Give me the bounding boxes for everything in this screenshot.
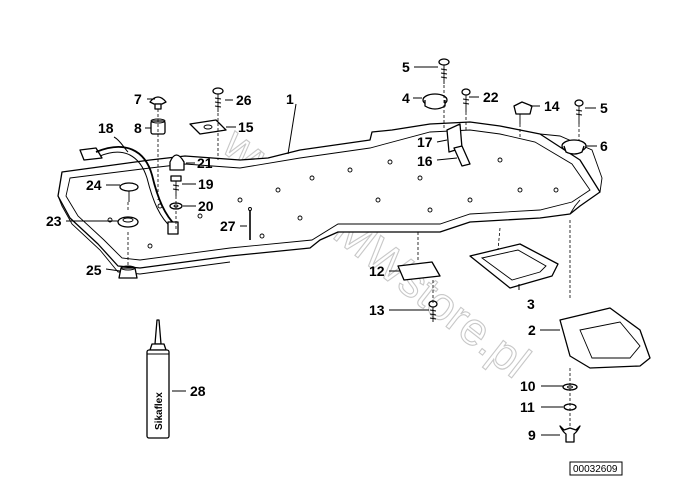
callout-21: 21 <box>197 155 213 171</box>
callout-6: 6 <box>600 138 608 154</box>
panel-holes <box>107 157 559 249</box>
callout-5-right: 5 <box>600 100 608 116</box>
callout-12: 12 <box>369 263 385 279</box>
callout-26: 26 <box>236 92 252 108</box>
cover-3 <box>469 243 559 289</box>
callout-19: 19 <box>198 176 214 192</box>
cover-2 <box>559 307 651 369</box>
callout-15: 15 <box>238 119 254 135</box>
bolt-19 <box>170 175 182 196</box>
callout-7: 7 <box>134 91 142 107</box>
callouts: 1 5 4 22 14 5 6 17 16 7 8 26 15 18 21 19… <box>46 59 608 443</box>
callout-2: 2 <box>528 322 536 338</box>
callout-23: 23 <box>46 213 62 229</box>
knob-14 <box>513 101 533 124</box>
cap-4 <box>422 93 448 110</box>
pin-27 <box>248 207 252 240</box>
callout-27: 27 <box>220 218 236 234</box>
callout-17: 17 <box>417 134 433 150</box>
callout-24: 24 <box>86 177 102 193</box>
callout-5-top: 5 <box>402 59 410 75</box>
rail-16 <box>453 145 471 167</box>
callout-4: 4 <box>402 90 410 106</box>
screw-5-right <box>574 99 584 124</box>
nut-25 <box>118 265 138 279</box>
rivet-24 <box>119 182 139 202</box>
cap-6 <box>561 139 587 155</box>
sealant-tube: Sikaflex <box>146 319 170 439</box>
tube-label: Sikaflex <box>154 392 165 430</box>
callout-11: 11 <box>520 399 535 415</box>
grommet-23 <box>117 216 139 228</box>
callout-25: 25 <box>86 262 102 278</box>
buffer-21 <box>169 154 185 171</box>
callout-13: 13 <box>369 302 385 318</box>
callout-3: 3 <box>527 296 535 312</box>
callout-22: 22 <box>483 89 499 105</box>
reference-number-box: 00032609 <box>569 461 623 476</box>
wing-nut-9 <box>559 425 581 443</box>
callout-18: 18 <box>98 120 114 136</box>
leader-lines <box>66 66 597 436</box>
reference-number: 00032609 <box>573 464 618 475</box>
callout-10: 10 <box>520 378 536 394</box>
callout-1: 1 <box>286 91 294 107</box>
callout-8: 8 <box>134 120 142 136</box>
screw-22 <box>461 88 471 112</box>
screw-5-top <box>438 58 450 84</box>
bracket-15 <box>189 119 227 135</box>
callout-20: 20 <box>198 198 214 214</box>
callout-14: 14 <box>544 98 560 114</box>
cable <box>79 146 179 235</box>
callout-28: 28 <box>190 383 206 399</box>
callout-9: 9 <box>528 427 536 443</box>
plate-12 <box>397 261 441 281</box>
screw-26 <box>212 87 224 112</box>
callout-16: 16 <box>417 153 433 169</box>
